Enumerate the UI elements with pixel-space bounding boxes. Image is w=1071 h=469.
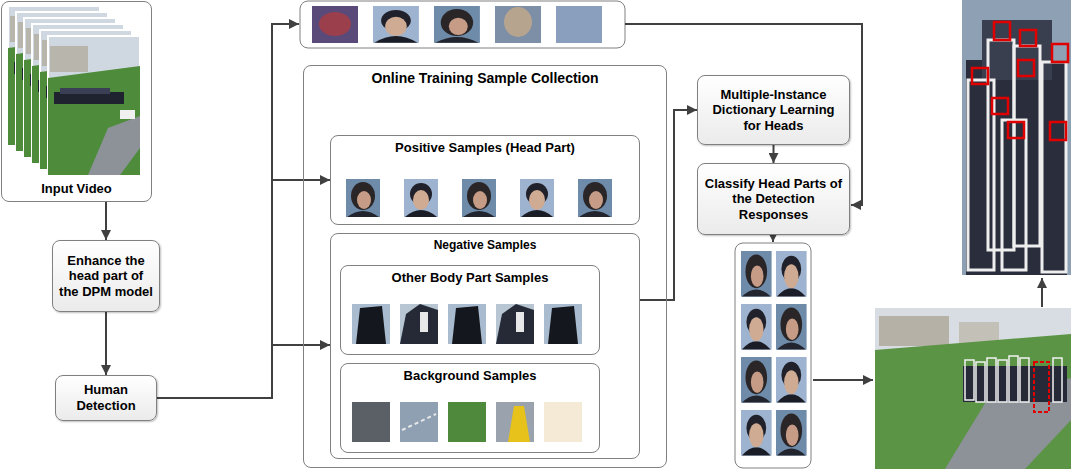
thumbnail	[434, 6, 480, 43]
flow-arrow	[157, 345, 330, 398]
node-label: Other Body Part Samples	[392, 270, 549, 286]
strip-box	[300, 1, 625, 48]
video-frame	[48, 36, 140, 176]
positive-thumbnails	[346, 179, 612, 217]
group-box: Other Body Part SamplesBackground Sample…	[330, 233, 640, 459]
result-box	[735, 243, 811, 468]
thumbnail	[556, 6, 602, 43]
background-thumbnails	[352, 402, 582, 442]
arrow	[772, 236, 774, 242]
head-result	[776, 251, 807, 297]
node-label: Human Detection	[61, 382, 151, 413]
arrow	[813, 379, 873, 381]
sample-box: Background Samples	[340, 363, 600, 453]
head-result	[776, 410, 807, 456]
thumbnail	[504, 7, 532, 37]
head-sample	[578, 179, 612, 217]
head-result	[741, 357, 772, 403]
flow-arrow	[105, 312, 107, 375]
head-sample	[346, 179, 380, 217]
background-sample	[400, 402, 438, 442]
node-label: Enhance the head part of the DPM model	[58, 253, 154, 300]
background-sample	[496, 402, 534, 442]
body-sample	[352, 304, 390, 344]
process-box: Human Detection	[55, 375, 157, 421]
crowd-close-up	[962, 0, 1071, 275]
background-sample	[352, 402, 390, 442]
head-sample	[404, 179, 438, 217]
flow-arrow	[105, 202, 107, 240]
thumbnail	[319, 12, 351, 36]
thumbnail	[495, 6, 541, 43]
node-label: Positive Samples (Head Part)	[395, 140, 575, 156]
node-label: Multiple-Instance Dictionary Learning fo…	[703, 87, 844, 134]
head-sample	[462, 179, 496, 217]
body-sample	[544, 304, 582, 344]
node-label: Classify Head Parts of the Detection Res…	[703, 176, 844, 223]
thumbnail	[312, 6, 358, 43]
yellow-object	[508, 406, 530, 442]
head-result	[776, 357, 807, 403]
node-label: Background Samples	[404, 368, 537, 384]
arrow	[1041, 278, 1043, 307]
sample-box: Other Body Part Samples	[340, 265, 600, 355]
node-label: Negative Samples	[434, 238, 537, 252]
process-box: Enhance the head part of the DPM model	[52, 240, 160, 312]
process-box: Classify Head Parts of the Detection Res…	[697, 163, 850, 235]
road-marking	[402, 414, 436, 430]
classified-heads	[735, 243, 811, 468]
thumbnail	[373, 6, 419, 43]
flow-arrows	[272, 24, 1042, 380]
head-result	[741, 251, 772, 297]
node-label: Online Training Sample Collection	[371, 70, 598, 87]
scene-image	[875, 308, 1071, 469]
video-frames	[8, 6, 140, 176]
body-sample	[496, 304, 534, 344]
head-result	[776, 304, 807, 350]
body-sample	[448, 304, 486, 344]
flow-arrow	[773, 145, 775, 163]
detection-strip	[300, 1, 625, 48]
process-box: Multiple-Instance Dictionary Learning fo…	[697, 75, 850, 145]
group-box: Positive Samples (Head Part) Other Body P…	[303, 65, 667, 468]
head-result	[741, 304, 772, 350]
background-sample	[448, 402, 486, 442]
flow-arrow	[640, 110, 697, 300]
arrow	[272, 24, 299, 181]
flow-arrow	[157, 180, 330, 398]
body-part-thumbnails	[352, 304, 582, 344]
head-result	[741, 410, 772, 456]
head-sample	[520, 179, 554, 217]
sample-box: Positive Samples (Head Part)	[330, 135, 640, 225]
input-box: Input Video	[1, 1, 152, 202]
background-sample	[544, 402, 582, 442]
node-label: Input Video	[41, 181, 112, 197]
body-sample	[400, 304, 438, 344]
